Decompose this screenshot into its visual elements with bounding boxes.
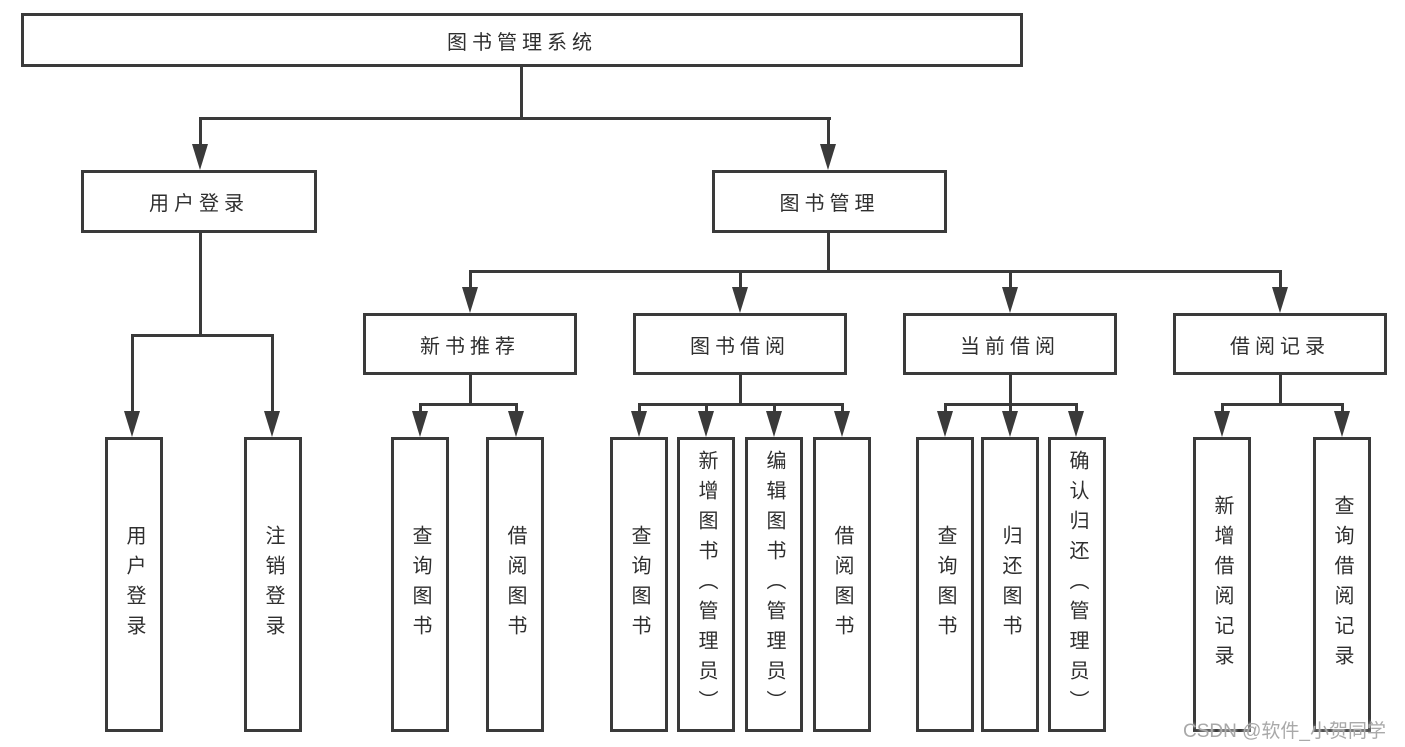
connector-group-rail [419, 403, 518, 406]
leaf-query-borrow-record: 查询借阅记录 [1313, 437, 1371, 732]
leaf-user-login: 用户登录 [105, 437, 163, 732]
connector-group-stem [469, 375, 472, 405]
arrow-down-icon [264, 411, 280, 437]
connector-book-mgmt-drop [827, 117, 830, 145]
arrow-down-icon [766, 411, 782, 437]
connector-level3-drop [1279, 270, 1282, 287]
node-root: 图书管理系统 [21, 13, 1023, 67]
leaf-add-borrow-record: 新增借阅记录 [1193, 437, 1251, 732]
leaf-query-books-1: 查询图书 [391, 437, 449, 732]
node-book-borrow-label: 图书借阅 [690, 335, 790, 358]
leaf-borrow-books-1: 借阅图书 [486, 437, 544, 732]
connector-leaf-drop [705, 403, 708, 413]
leaf-add-books-admin: 新增图书（管理员） [677, 437, 735, 732]
leaf-add-books-admin-label: 新增图书（管理员） [695, 449, 717, 720]
arrow-down-icon [192, 144, 208, 170]
connector-leaf-drop [944, 403, 947, 413]
arrow-down-icon [1214, 411, 1230, 437]
leaf-query-books-2-label: 查询图书 [628, 524, 650, 645]
leaf-return-books: 归还图书 [981, 437, 1039, 732]
arrow-down-icon [1002, 287, 1018, 313]
connector-root-stem [520, 67, 523, 118]
node-borrow-records: 借阅记录 [1173, 313, 1387, 375]
connector-leaf-drop [419, 403, 422, 413]
arrow-down-icon [820, 144, 836, 170]
leaf-query-books-1-label: 查询图书 [409, 524, 431, 645]
arrow-down-icon [1002, 411, 1018, 437]
connector-level3-rail [469, 270, 1282, 273]
arrow-down-icon [1272, 287, 1288, 313]
connector-book-mgmt-stem [827, 233, 830, 272]
arrow-down-icon [631, 411, 647, 437]
arrow-down-icon [1068, 411, 1084, 437]
node-new-book-recommend: 新书推荐 [363, 313, 577, 375]
arrow-down-icon [698, 411, 714, 437]
arrow-down-icon [124, 411, 140, 437]
connector-group-stem [1279, 375, 1282, 405]
connector-user-login-drop [199, 117, 202, 145]
connector-level2-rail [199, 117, 831, 120]
connector-leaf-drop [841, 403, 844, 413]
leaf-query-borrow-record-label: 查询借阅记录 [1331, 494, 1353, 675]
arrow-down-icon [937, 411, 953, 437]
connector-leaf-drop [1075, 403, 1078, 413]
node-current-borrow: 当前借阅 [903, 313, 1117, 375]
connector-level3-drop [469, 270, 472, 287]
connector-leaf-drop [773, 403, 776, 413]
watermark-text: CSDN @软件_小贺同学 [1183, 721, 1386, 742]
leaf-return-books-label: 归还图书 [999, 524, 1021, 645]
connector-user-login-stem [199, 233, 202, 336]
connector-leaf-drop [638, 403, 641, 413]
leaf-query-books-3: 查询图书 [916, 437, 974, 732]
connector-level3-drop [1009, 270, 1012, 287]
node-book-management-label: 图书管理 [779, 193, 880, 215]
connector-group-rail [1221, 403, 1344, 406]
connector-group-rail [638, 403, 843, 406]
leaf-confirm-return-admin-label: 确认归还（管理员） [1066, 449, 1088, 720]
arrow-down-icon [508, 411, 524, 437]
arrow-down-icon [462, 287, 478, 313]
connector-group-stem [1009, 375, 1012, 405]
connector-leaf-drop [1341, 403, 1344, 413]
arrow-down-icon [834, 411, 850, 437]
arrow-down-icon [732, 287, 748, 313]
connector-leaf-drop [515, 403, 518, 413]
node-user-login: 用户登录 [81, 170, 317, 233]
node-book-borrow: 图书借阅 [633, 313, 847, 375]
node-borrow-records-label: 借阅记录 [1230, 335, 1330, 358]
arrow-down-icon [1334, 411, 1350, 437]
node-current-borrow-label: 当前借阅 [960, 335, 1060, 358]
leaf-borrow-books-1-label: 借阅图书 [504, 524, 526, 645]
leaf-borrow-books-2: 借阅图书 [813, 437, 871, 732]
connector-group-stem [739, 375, 742, 405]
connector-leaf-drop [1221, 403, 1224, 413]
leaf-confirm-return-admin: 确认归还（管理员） [1048, 437, 1106, 732]
arrow-down-icon [412, 411, 428, 437]
leaf-user-login-label: 用户登录 [123, 524, 145, 645]
leaf-edit-books-admin-label: 编辑图书（管理员） [763, 449, 785, 720]
node-root-label: 图书管理系统 [447, 31, 597, 54]
node-new-book-recommend-label: 新书推荐 [420, 335, 520, 358]
leaf-query-books-3-label: 查询图书 [934, 524, 956, 645]
node-user-login-label: 用户登录 [149, 193, 249, 215]
connector-user-login-rail [131, 334, 274, 337]
leaf-query-books-2: 查询图书 [610, 437, 668, 732]
connector-leaf-drop [131, 334, 134, 411]
leaf-add-borrow-record-label: 新增借阅记录 [1211, 494, 1233, 675]
node-book-management: 图书管理 [712, 170, 947, 233]
leaf-edit-books-admin: 编辑图书（管理员） [745, 437, 803, 732]
leaf-borrow-books-2-label: 借阅图书 [831, 524, 853, 645]
leaf-logout-label: 注销登录 [262, 524, 284, 645]
connector-leaf-drop [1009, 403, 1012, 413]
connector-level3-drop [739, 270, 742, 287]
connector-leaf-drop [271, 334, 274, 411]
leaf-logout: 注销登录 [244, 437, 302, 732]
